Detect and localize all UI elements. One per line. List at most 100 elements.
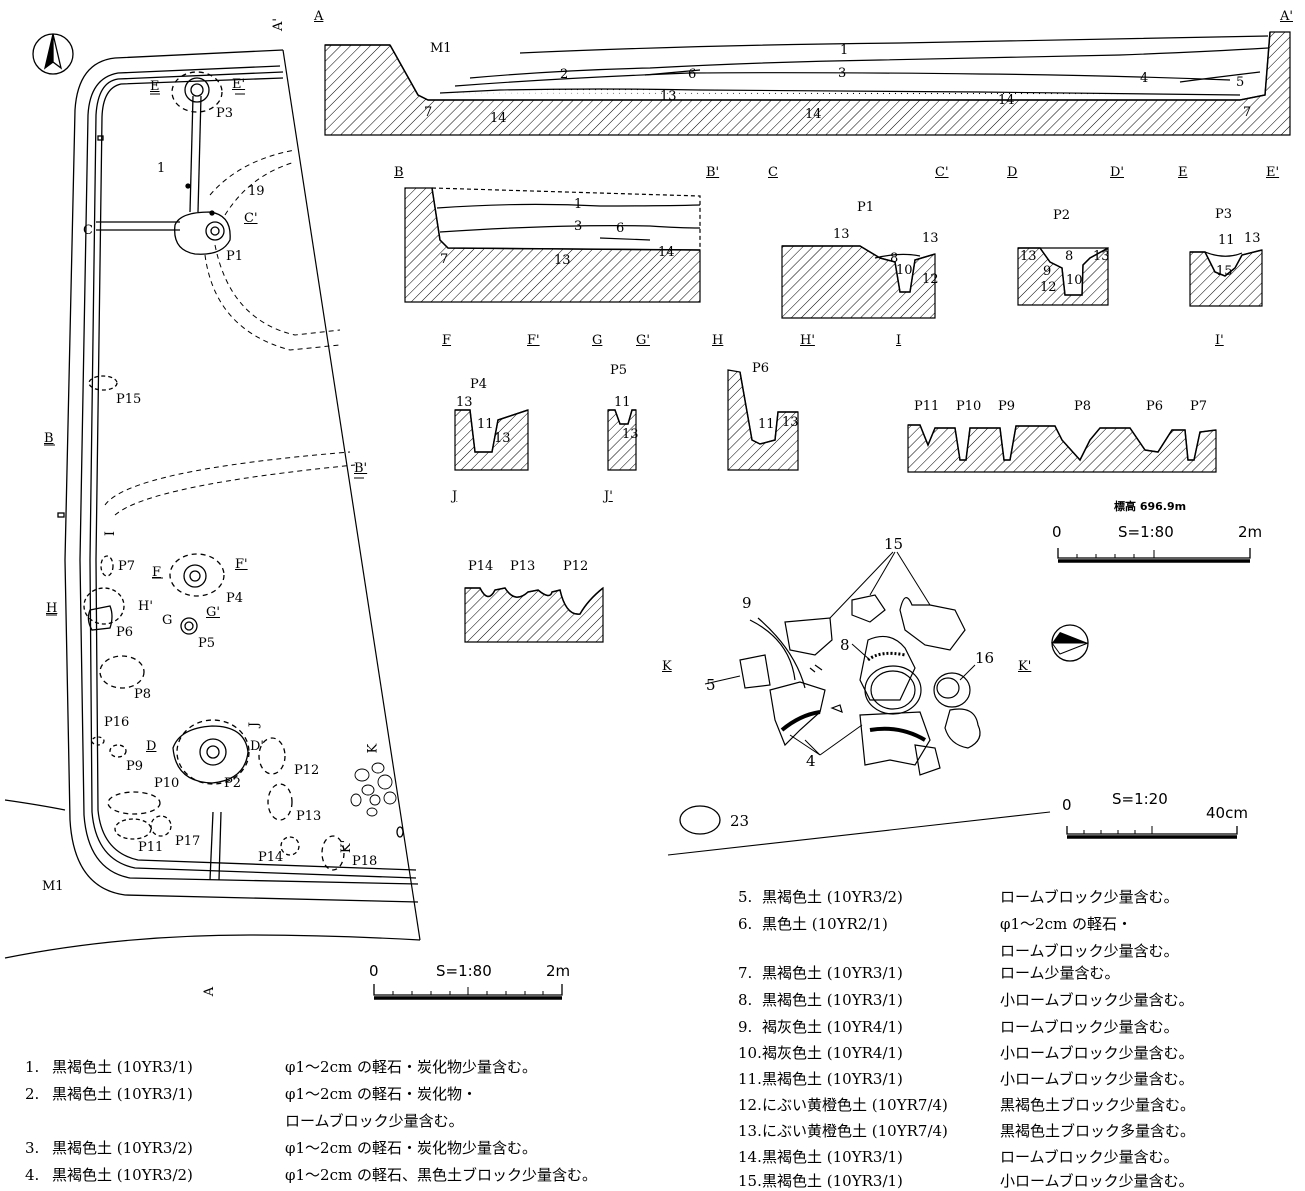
section-mark-g-prime: G' — [206, 605, 220, 620]
artifact-scale-bar — [1066, 826, 1238, 839]
plan-scale-text: S=1:80 — [436, 962, 492, 980]
pit-label-p3: P3 — [216, 106, 234, 121]
legend-desc: 小ロームブロック少量含む。 — [1000, 991, 1194, 1009]
section-f-layer-13b: 13 — [494, 431, 511, 446]
legend-no: 12. — [738, 1096, 762, 1114]
section-b-left: B — [394, 165, 404, 180]
section-a-layer-5: 5 — [1236, 75, 1245, 90]
pit-label-p2: P2 — [224, 776, 242, 791]
section-b-right: B' — [706, 165, 720, 180]
legend-no: 8. — [738, 991, 753, 1009]
section-e-layer-13: 13 — [1244, 231, 1261, 246]
legend-name: 黒褐色土 (10YR3/2) — [762, 888, 903, 906]
legend-desc: φ1～2cm の軽石・ — [1000, 915, 1132, 933]
section-mark-c: C — [83, 223, 93, 238]
section-g-layer-11: 11 — [614, 395, 631, 410]
section-c-title: P1 — [857, 200, 875, 215]
legend-name: 黒褐色土 (10YR3/1) — [52, 1085, 193, 1103]
section-b-layer-1: 1 — [574, 197, 583, 212]
section-a-left: A — [314, 9, 324, 24]
legend-desc: ロームブロック少量含む。 — [1000, 888, 1179, 906]
legend-no: 7. — [738, 964, 753, 982]
artifact-23 — [679, 805, 721, 835]
section-mark-a-top: A' — [270, 18, 286, 31]
section-a — [324, 31, 1291, 136]
legend-name: 褐灰色土 (10YR4/1) — [762, 1018, 903, 1036]
section-c-layer-10: 10 — [896, 263, 913, 278]
plan-number-1: 1 — [157, 161, 166, 176]
artifact-scale-zero: 0 — [1062, 796, 1072, 814]
artifact-north-arrow-icon — [1051, 624, 1089, 662]
section-b-layer-13: 13 — [554, 253, 571, 268]
legend-no: 1. — [25, 1058, 40, 1076]
legend-no: 9. — [738, 1018, 753, 1036]
section-c-left: C — [768, 165, 778, 180]
section-mark-e-prime: E' — [232, 77, 246, 92]
pit-label-p13: P13 — [296, 809, 322, 824]
pit-label-p6: P6 — [116, 625, 134, 640]
section-mark-b-prime: B' — [354, 461, 368, 476]
section-i-pit-p9: P9 — [998, 399, 1016, 414]
pit-label-p12: P12 — [294, 763, 320, 778]
plan-scale-zero: 0 — [369, 962, 379, 980]
section-a-layer-7a: 7 — [424, 105, 433, 120]
section-e-layer-11: 11 — [1218, 233, 1235, 248]
section-scale-text: S=1:80 — [1118, 523, 1174, 541]
legend-desc: φ1～2cm の軽石・炭化物・ — [285, 1085, 477, 1103]
section-d-left: D — [1007, 165, 1018, 180]
section-b-layer-14: 14 — [658, 245, 675, 260]
legend-name: 黒褐色土 (10YR3/1) — [762, 1070, 903, 1088]
plan-number-19: 19 — [248, 184, 265, 199]
section-a-layer-14a: 14 — [490, 111, 507, 126]
section-a-layer-14c: 14 — [998, 93, 1015, 108]
legend-desc-2: ロームブロック少量含む。 — [285, 1112, 464, 1130]
legend-desc: ロームブロック少量含む。 — [1000, 1018, 1179, 1036]
section-e-right: E' — [1266, 165, 1280, 180]
legend-name: 黒褐色土 (10YR3/1) — [762, 1172, 903, 1190]
legend-desc-2: ロームブロック少量含む。 — [1000, 942, 1179, 960]
pit-label-p7: P7 — [118, 559, 136, 574]
legend-name: 黒褐色土 (10YR3/1) — [762, 1148, 903, 1166]
section-c-layer-13a: 13 — [833, 227, 850, 242]
section-mark-i: I — [103, 530, 119, 537]
section-g-left: G — [592, 333, 603, 348]
pit-label-p18: P18 — [352, 854, 378, 869]
section-e — [1189, 249, 1263, 307]
section-mark-h: H — [46, 601, 58, 616]
section-mark-j: J — [247, 721, 263, 728]
section-h-right: H' — [800, 333, 815, 348]
legend-no: 14. — [738, 1148, 762, 1166]
section-d-right: D' — [1110, 165, 1124, 180]
section-a-layer-2: 2 — [560, 67, 569, 82]
section-j — [464, 586, 604, 643]
legend-desc: φ1～2cm の軽石・炭化物少量含む。 — [285, 1058, 537, 1076]
legend-name: 黒褐色土 (10YR3/1) — [762, 991, 903, 1009]
north-arrow-icon — [32, 33, 74, 75]
artifact-section-right: K' — [1018, 659, 1032, 674]
legend-name: 黒褐色土 (10YR3/1) — [762, 964, 903, 982]
section-a-layer-1: 1 — [840, 43, 849, 58]
section-b-layer-3: 3 — [574, 219, 583, 234]
section-d-title: P2 — [1053, 208, 1071, 223]
artifact-number-8: 8 — [840, 636, 850, 654]
legend-name: にぶい黄橙色土 (10YR7/4) — [762, 1122, 948, 1140]
section-b — [404, 187, 701, 303]
section-h-layer-11: 11 — [758, 417, 775, 432]
section-scale-zero: 0 — [1052, 523, 1062, 541]
section-c-right: C' — [935, 165, 949, 180]
legend-name: 黒褐色土 (10YR3/2) — [52, 1139, 193, 1157]
section-a-m1: M1 — [430, 41, 452, 56]
section-b-layer-7: 7 — [440, 252, 449, 267]
section-j-pit-p12: P12 — [563, 559, 589, 574]
section-mark-f: F — [152, 565, 162, 580]
pit-label-p5: P5 — [198, 636, 216, 651]
section-c-layer-8: 8 — [890, 251, 899, 266]
legend-no: 6. — [738, 915, 753, 933]
pit-label-p1: P1 — [226, 249, 244, 264]
section-a-right: A' — [1280, 9, 1293, 24]
section-g-title: P5 — [610, 363, 628, 378]
legend-desc: 小ロームブロック少量含む。 — [1000, 1172, 1194, 1190]
section-mark-c-prime: C' — [244, 211, 258, 226]
legend-no: 4. — [25, 1166, 40, 1184]
